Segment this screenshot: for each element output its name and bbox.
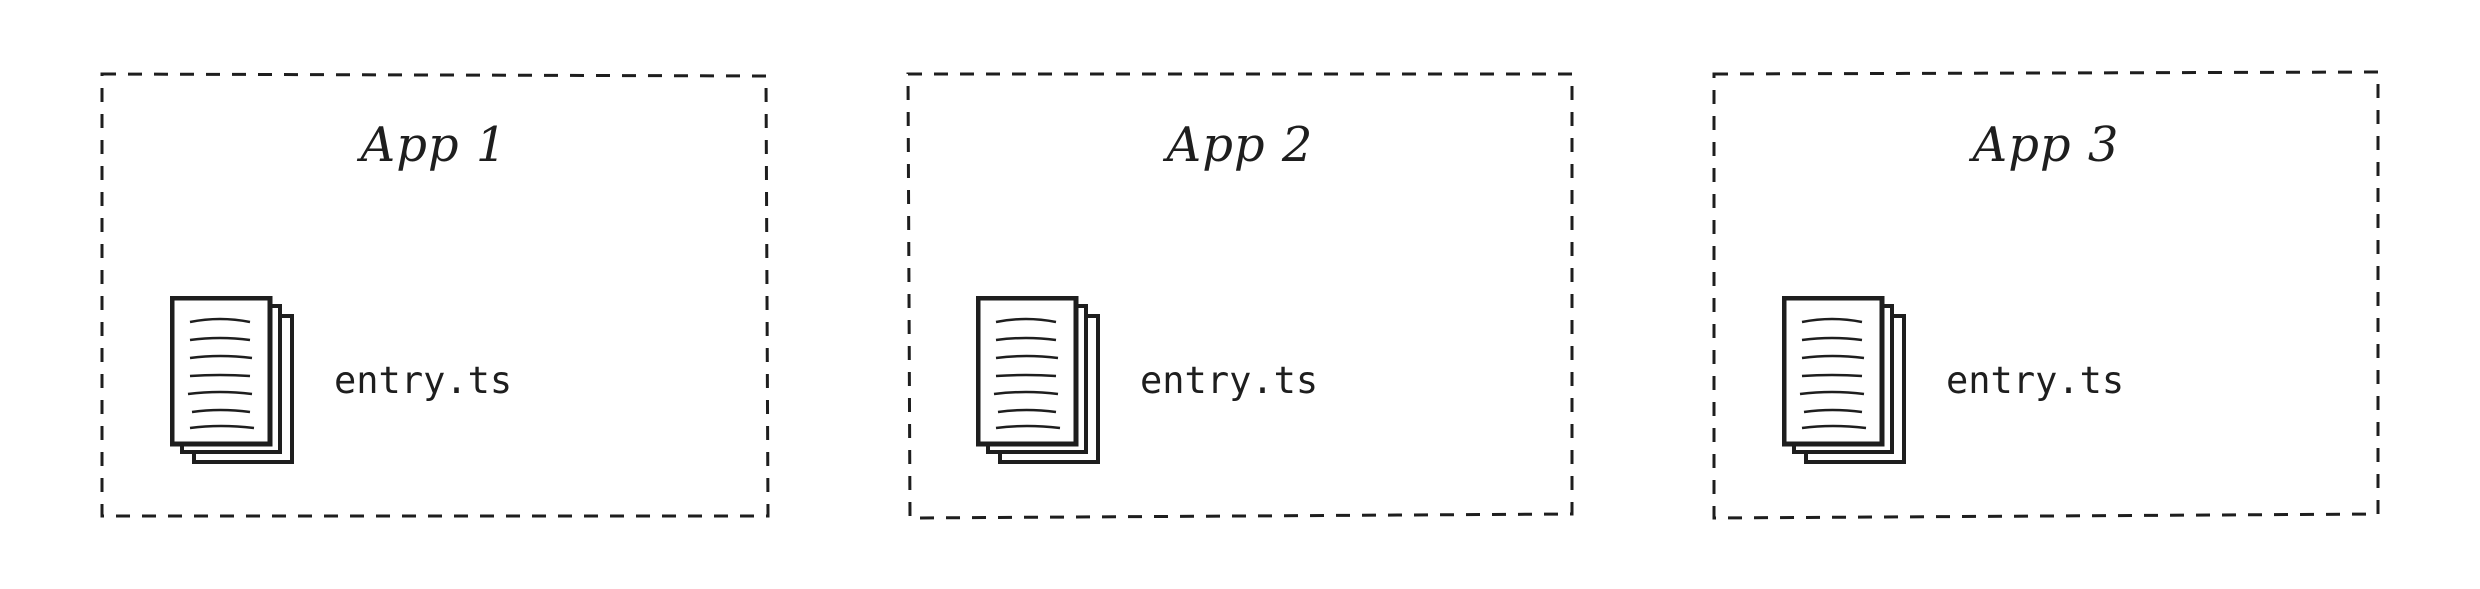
document-stack-icon — [1782, 296, 1906, 464]
file-label: entry.ts — [1946, 359, 2125, 402]
file-label: entry.ts — [1140, 359, 1319, 402]
dashed-boundary — [1712, 70, 2380, 520]
document-stack-icon — [976, 296, 1100, 464]
file-label: entry.ts — [334, 359, 513, 402]
dashed-boundary — [100, 72, 770, 518]
app-container-1: App 1 entry.ts — [100, 72, 770, 518]
app-title: App 3 — [1972, 117, 2120, 173]
document-stack-icon — [170, 296, 294, 464]
app-container-3: App 3 entry.ts — [1712, 70, 2380, 520]
app-title: App 1 — [360, 117, 508, 173]
app-container-2: App 2 entry.ts — [906, 72, 1574, 520]
dashed-boundary — [906, 72, 1574, 520]
app-title: App 2 — [1166, 117, 1314, 173]
